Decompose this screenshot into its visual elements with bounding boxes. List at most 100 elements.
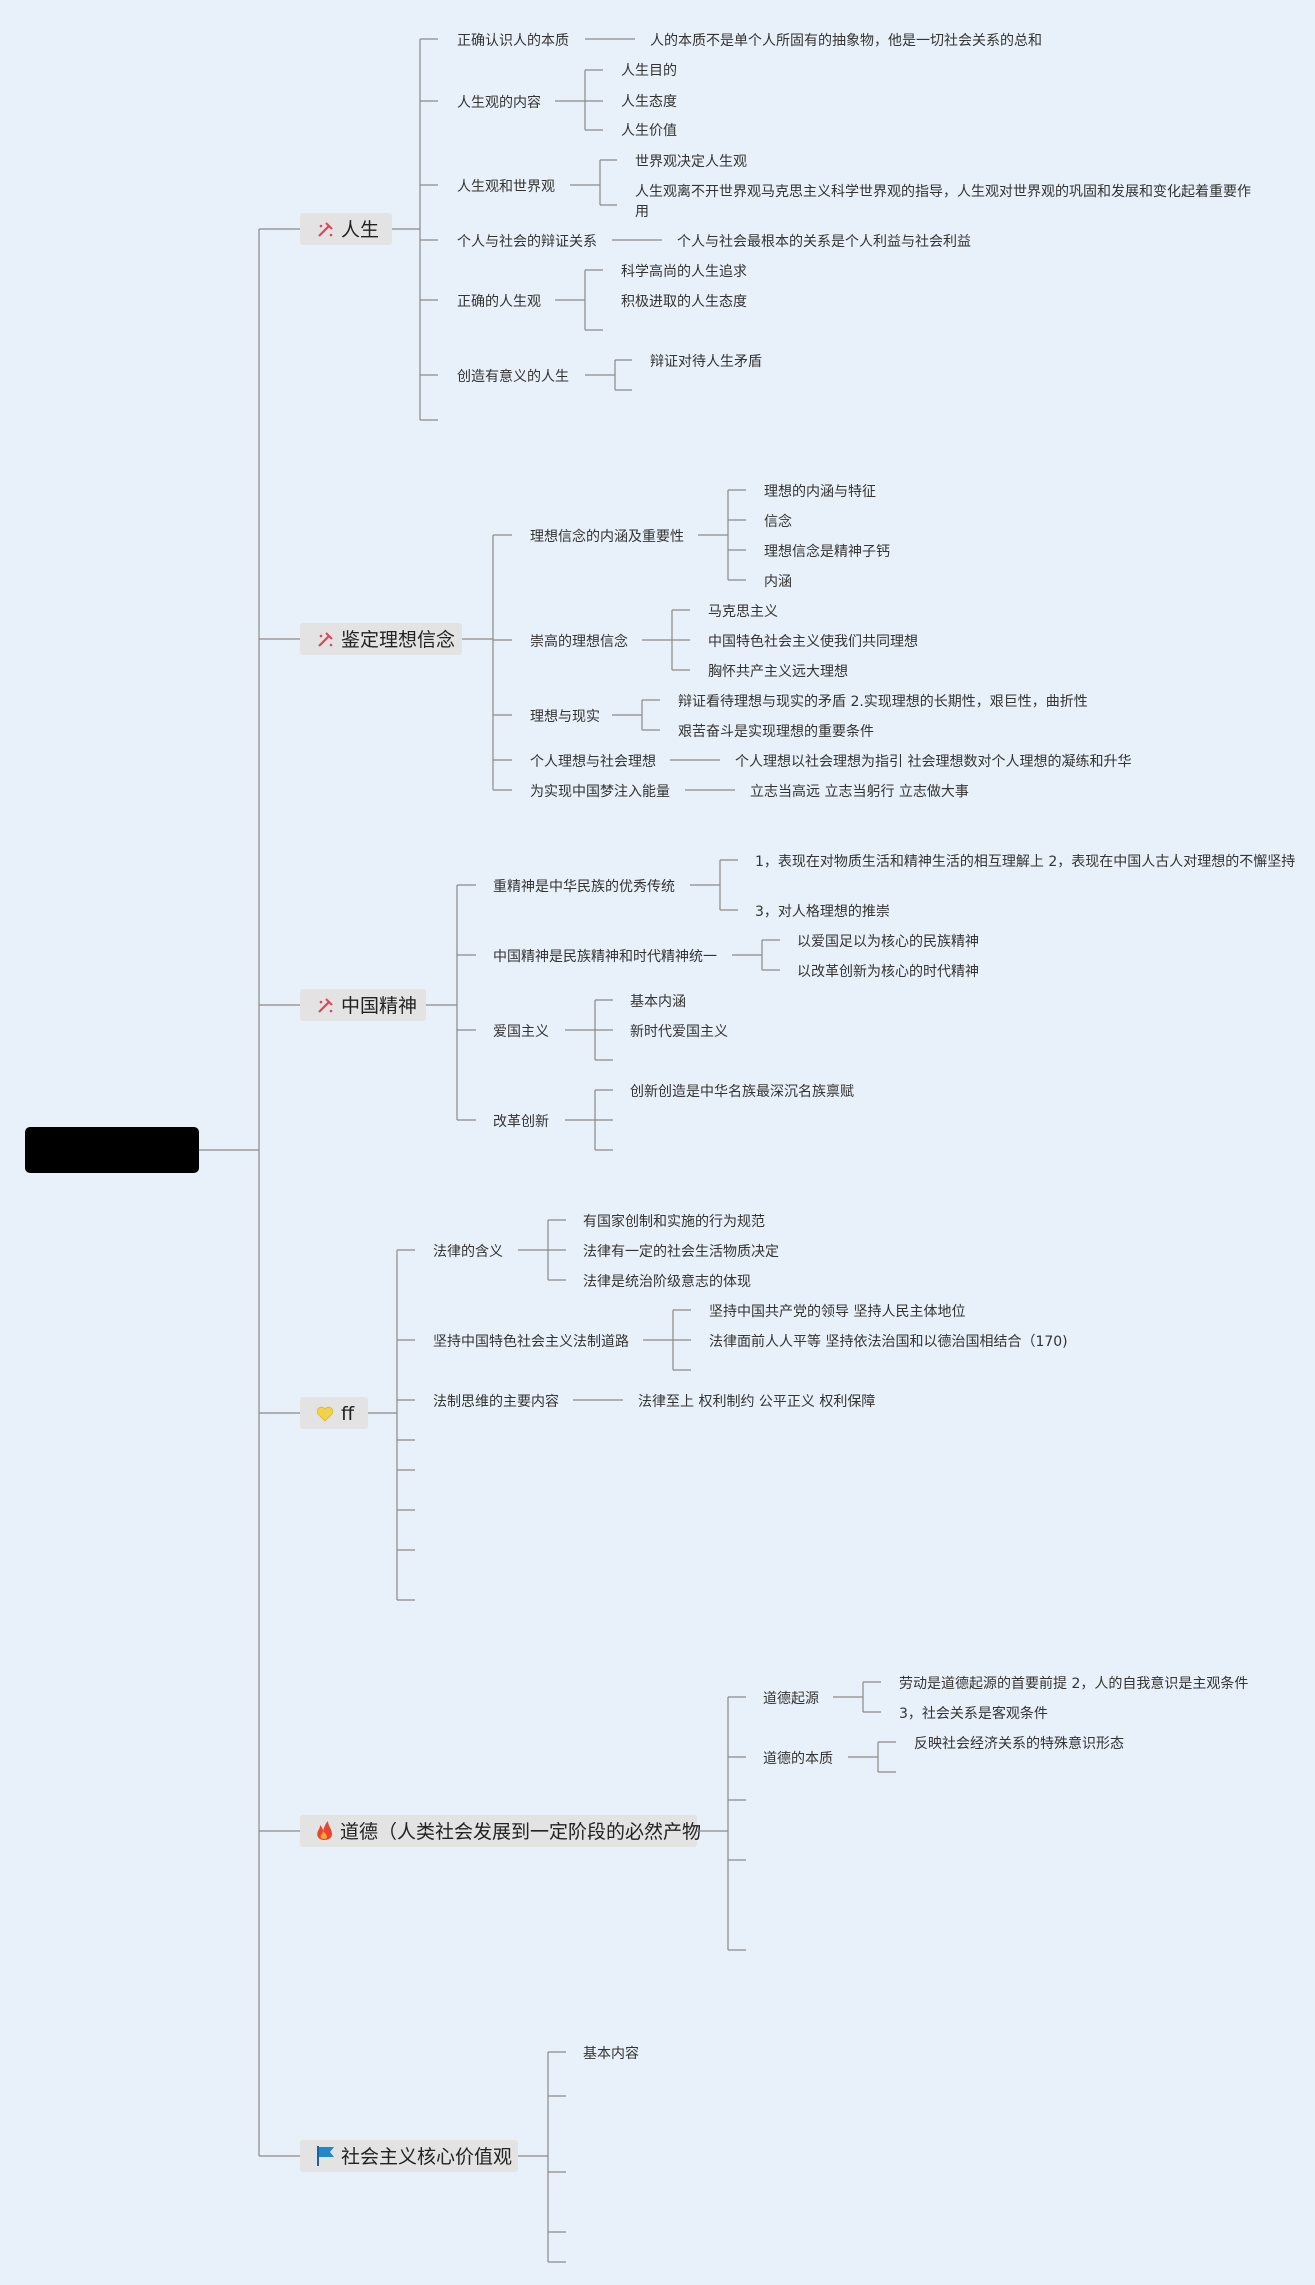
- connector: [462, 534, 512, 791]
- connector: [698, 489, 746, 581]
- root-node[interactable]: [25, 1127, 199, 1173]
- topic-label[interactable]: 爱国主义: [493, 1024, 549, 1040]
- leaf-label[interactable]: 法律至上 权利制约 公平正义 权利保障: [638, 1394, 875, 1410]
- leaf-label[interactable]: 法律有一定的社会生活物质决定: [583, 1244, 779, 1260]
- topic-label[interactable]: 中国精神是民族精神和时代精神统一: [493, 949, 717, 965]
- magic-wand-icon: [318, 222, 333, 237]
- leaf-label[interactable]: 理想的内涵与特征: [764, 484, 876, 500]
- leaf-label[interactable]: 人生目的: [621, 63, 677, 79]
- leaf-label[interactable]: 创新创造是中华名族最深沉名族禀赋: [630, 1084, 854, 1100]
- leaf-label[interactable]: 有国家创制和实施的行为规范: [583, 1213, 765, 1230]
- connector: [697, 1696, 746, 1951]
- leaf-label[interactable]: 法律是统治阶级意志的体现: [583, 1273, 751, 1290]
- topic-label[interactable]: 道德的本质: [763, 1751, 833, 1767]
- branch-connectors: [259, 228, 300, 2157]
- leaf-label[interactable]: 信念: [764, 513, 792, 530]
- leaf-label[interactable]: 辩证看待理想与现实的矛盾 2.实现理想的长期性，艰巨性，曲折性: [678, 694, 1088, 710]
- connector: [570, 159, 617, 206]
- leaf-label[interactable]: 艰苦奋斗是实现理想的重要条件: [678, 723, 874, 740]
- branch-node[interactable]: [300, 623, 462, 655]
- topic-label[interactable]: 人生观和世界观: [457, 179, 555, 195]
- leaf-label[interactable]: 3，社会关系是客观条件: [899, 1705, 1048, 1722]
- topic-label[interactable]: 正确认识人的本质: [457, 33, 569, 49]
- leaf-label[interactable]: 理想信念是精神子钙: [764, 543, 890, 560]
- branch-zhongguo-jingshen: 中国精神 重精神是中华民族的优秀传统 1，表现在对物质生活和精神生活的相互理解上…: [300, 853, 1295, 1151]
- branch-title: 鉴定理想信念: [341, 628, 455, 651]
- topic-label[interactable]: 重精神是中华民族的优秀传统: [493, 879, 675, 895]
- leaf-label[interactable]: 人生价值: [621, 123, 677, 139]
- leaf-label[interactable]: 立志当高远 立志当躬行 立志做大事: [750, 783, 969, 800]
- topic-label[interactable]: 个人理想与社会理想: [530, 754, 656, 770]
- connector: [555, 69, 603, 131]
- leaf-label[interactable]: 3，对人格理想的推崇: [755, 904, 890, 920]
- topic-label[interactable]: 为实现中国梦注入能量: [530, 784, 670, 800]
- branch-hexin-jiazhiguan: 社会主义核心价值观 基本内容: [300, 2045, 639, 2263]
- branch-title: 人生: [341, 219, 379, 241]
- connector: [368, 1249, 415, 1601]
- flag-icon: [317, 2146, 334, 2166]
- branch-daode: 道德（人类社会发展到一定阶段的必然产物 道德起源 劳动是道德起源的首要前提 2，…: [300, 1675, 1248, 1951]
- topic-label[interactable]: 基本内容: [583, 2045, 639, 2062]
- connector: [565, 999, 613, 1061]
- leaf-label[interactable]: 新时代爱国主义: [630, 1024, 728, 1040]
- branch-node[interactable]: [300, 213, 392, 245]
- leaf-label[interactable]: 1，表现在对物质生活和精神生活的相互理解上 2，表现在中国人古人对理想的不懈坚持: [755, 853, 1295, 870]
- connector: [555, 269, 603, 331]
- topic-label[interactable]: 理想信念的内涵及重要性: [530, 528, 684, 545]
- leaf-label[interactable]: 中国特色社会主义使我们共同理想: [708, 633, 918, 650]
- leaf-label[interactable]: 世界观决定人生观: [635, 154, 747, 170]
- topic-label[interactable]: 创造有意义的人生: [457, 368, 569, 385]
- leaf-label[interactable]: 人生态度: [621, 94, 677, 110]
- leaf-label[interactable]: 内涵: [764, 574, 792, 590]
- connector: [426, 884, 476, 1121]
- leaf-label[interactable]: 基本内涵: [630, 993, 686, 1010]
- magic-wand-icon: [318, 998, 333, 1013]
- leaf-label[interactable]: 以爱国足以为核心的民族精神: [797, 934, 979, 950]
- branch-lixiang-xinnian: 鉴定理想信念 理想信念的内涵及重要性 理想的内涵与特征 信念 理想信念是精神子钙…: [300, 484, 1131, 800]
- leaf-label[interactable]: 人生观离不开世界观马克思主义科学世界观的指导，人生观对世界观的巩固和发展和变化起…: [635, 183, 1251, 220]
- connector: [848, 1741, 896, 1773]
- topic-label[interactable]: 坚持中国特色社会主义法制道路: [433, 1333, 629, 1350]
- leaf-label[interactable]: 法律面前人人平等 坚持依法治国和以德治国相结合（170): [709, 1333, 1068, 1350]
- connector: [642, 609, 690, 671]
- leaf-label[interactable]: 科学高尚的人生追求: [621, 263, 747, 280]
- topic-label[interactable]: 道德起源: [763, 1691, 819, 1707]
- branch-node[interactable]: [300, 2140, 518, 2172]
- topic-label[interactable]: 法律的含义: [433, 1244, 503, 1260]
- leaf-label[interactable]: 个人理想以社会理想为指引 社会理想数对个人理想的凝练和升华: [735, 754, 1131, 770]
- topic-label[interactable]: 理想与现实: [530, 709, 600, 725]
- branch-title: ff: [341, 1403, 355, 1425]
- topic-label[interactable]: 正确的人生观: [457, 294, 541, 310]
- leaf-label[interactable]: 个人与社会最根本的关系是个人利益与社会利益: [677, 234, 971, 250]
- topic-label[interactable]: 崇高的理想信念: [530, 633, 628, 650]
- connector: [565, 1089, 613, 1151]
- branch-title: 中国精神: [341, 995, 417, 1017]
- connector: [612, 699, 660, 731]
- topic-label[interactable]: 个人与社会的辩证关系: [457, 234, 597, 250]
- leaf-label[interactable]: 以改革创新为核心的时代精神: [797, 964, 979, 980]
- heart-icon: [316, 1406, 334, 1422]
- connector: [518, 1219, 566, 1281]
- topic-label[interactable]: 改革创新: [493, 1114, 549, 1130]
- connector: [690, 859, 738, 911]
- topic-label[interactable]: 法制思维的主要内容: [433, 1393, 559, 1410]
- leaf-label[interactable]: 积极进取的人生态度: [621, 294, 747, 310]
- leaf-label[interactable]: 坚持中国共产党的领导 坚持人民主体地位: [709, 1304, 965, 1320]
- leaf-label[interactable]: 胸怀共产主义远大理想: [708, 664, 848, 680]
- connector: [833, 1681, 881, 1713]
- connector: [732, 939, 780, 971]
- connector: [643, 1309, 691, 1371]
- topic-label[interactable]: 人生观的内容: [457, 94, 541, 111]
- leaf-label[interactable]: 马克思主义: [708, 604, 778, 620]
- branch-node[interactable]: [300, 989, 426, 1021]
- magic-wand-icon: [318, 632, 333, 647]
- branch-node[interactable]: [300, 1397, 368, 1429]
- leaf-label[interactable]: 辩证对待人生矛盾: [650, 354, 762, 370]
- leaf-label[interactable]: 人的本质不是单个人所固有的抽象物，他是一切社会关系的总和: [650, 33, 1042, 49]
- connector: [585, 359, 632, 391]
- leaf-label[interactable]: 反映社会经济关系的特殊意识形态: [914, 1735, 1124, 1752]
- branch-node[interactable]: [300, 1815, 697, 1847]
- leaf-label[interactable]: 劳动是道德起源的首要前提 2，人的自我意识是主观条件: [899, 1675, 1248, 1692]
- fire-icon: [317, 1821, 332, 1840]
